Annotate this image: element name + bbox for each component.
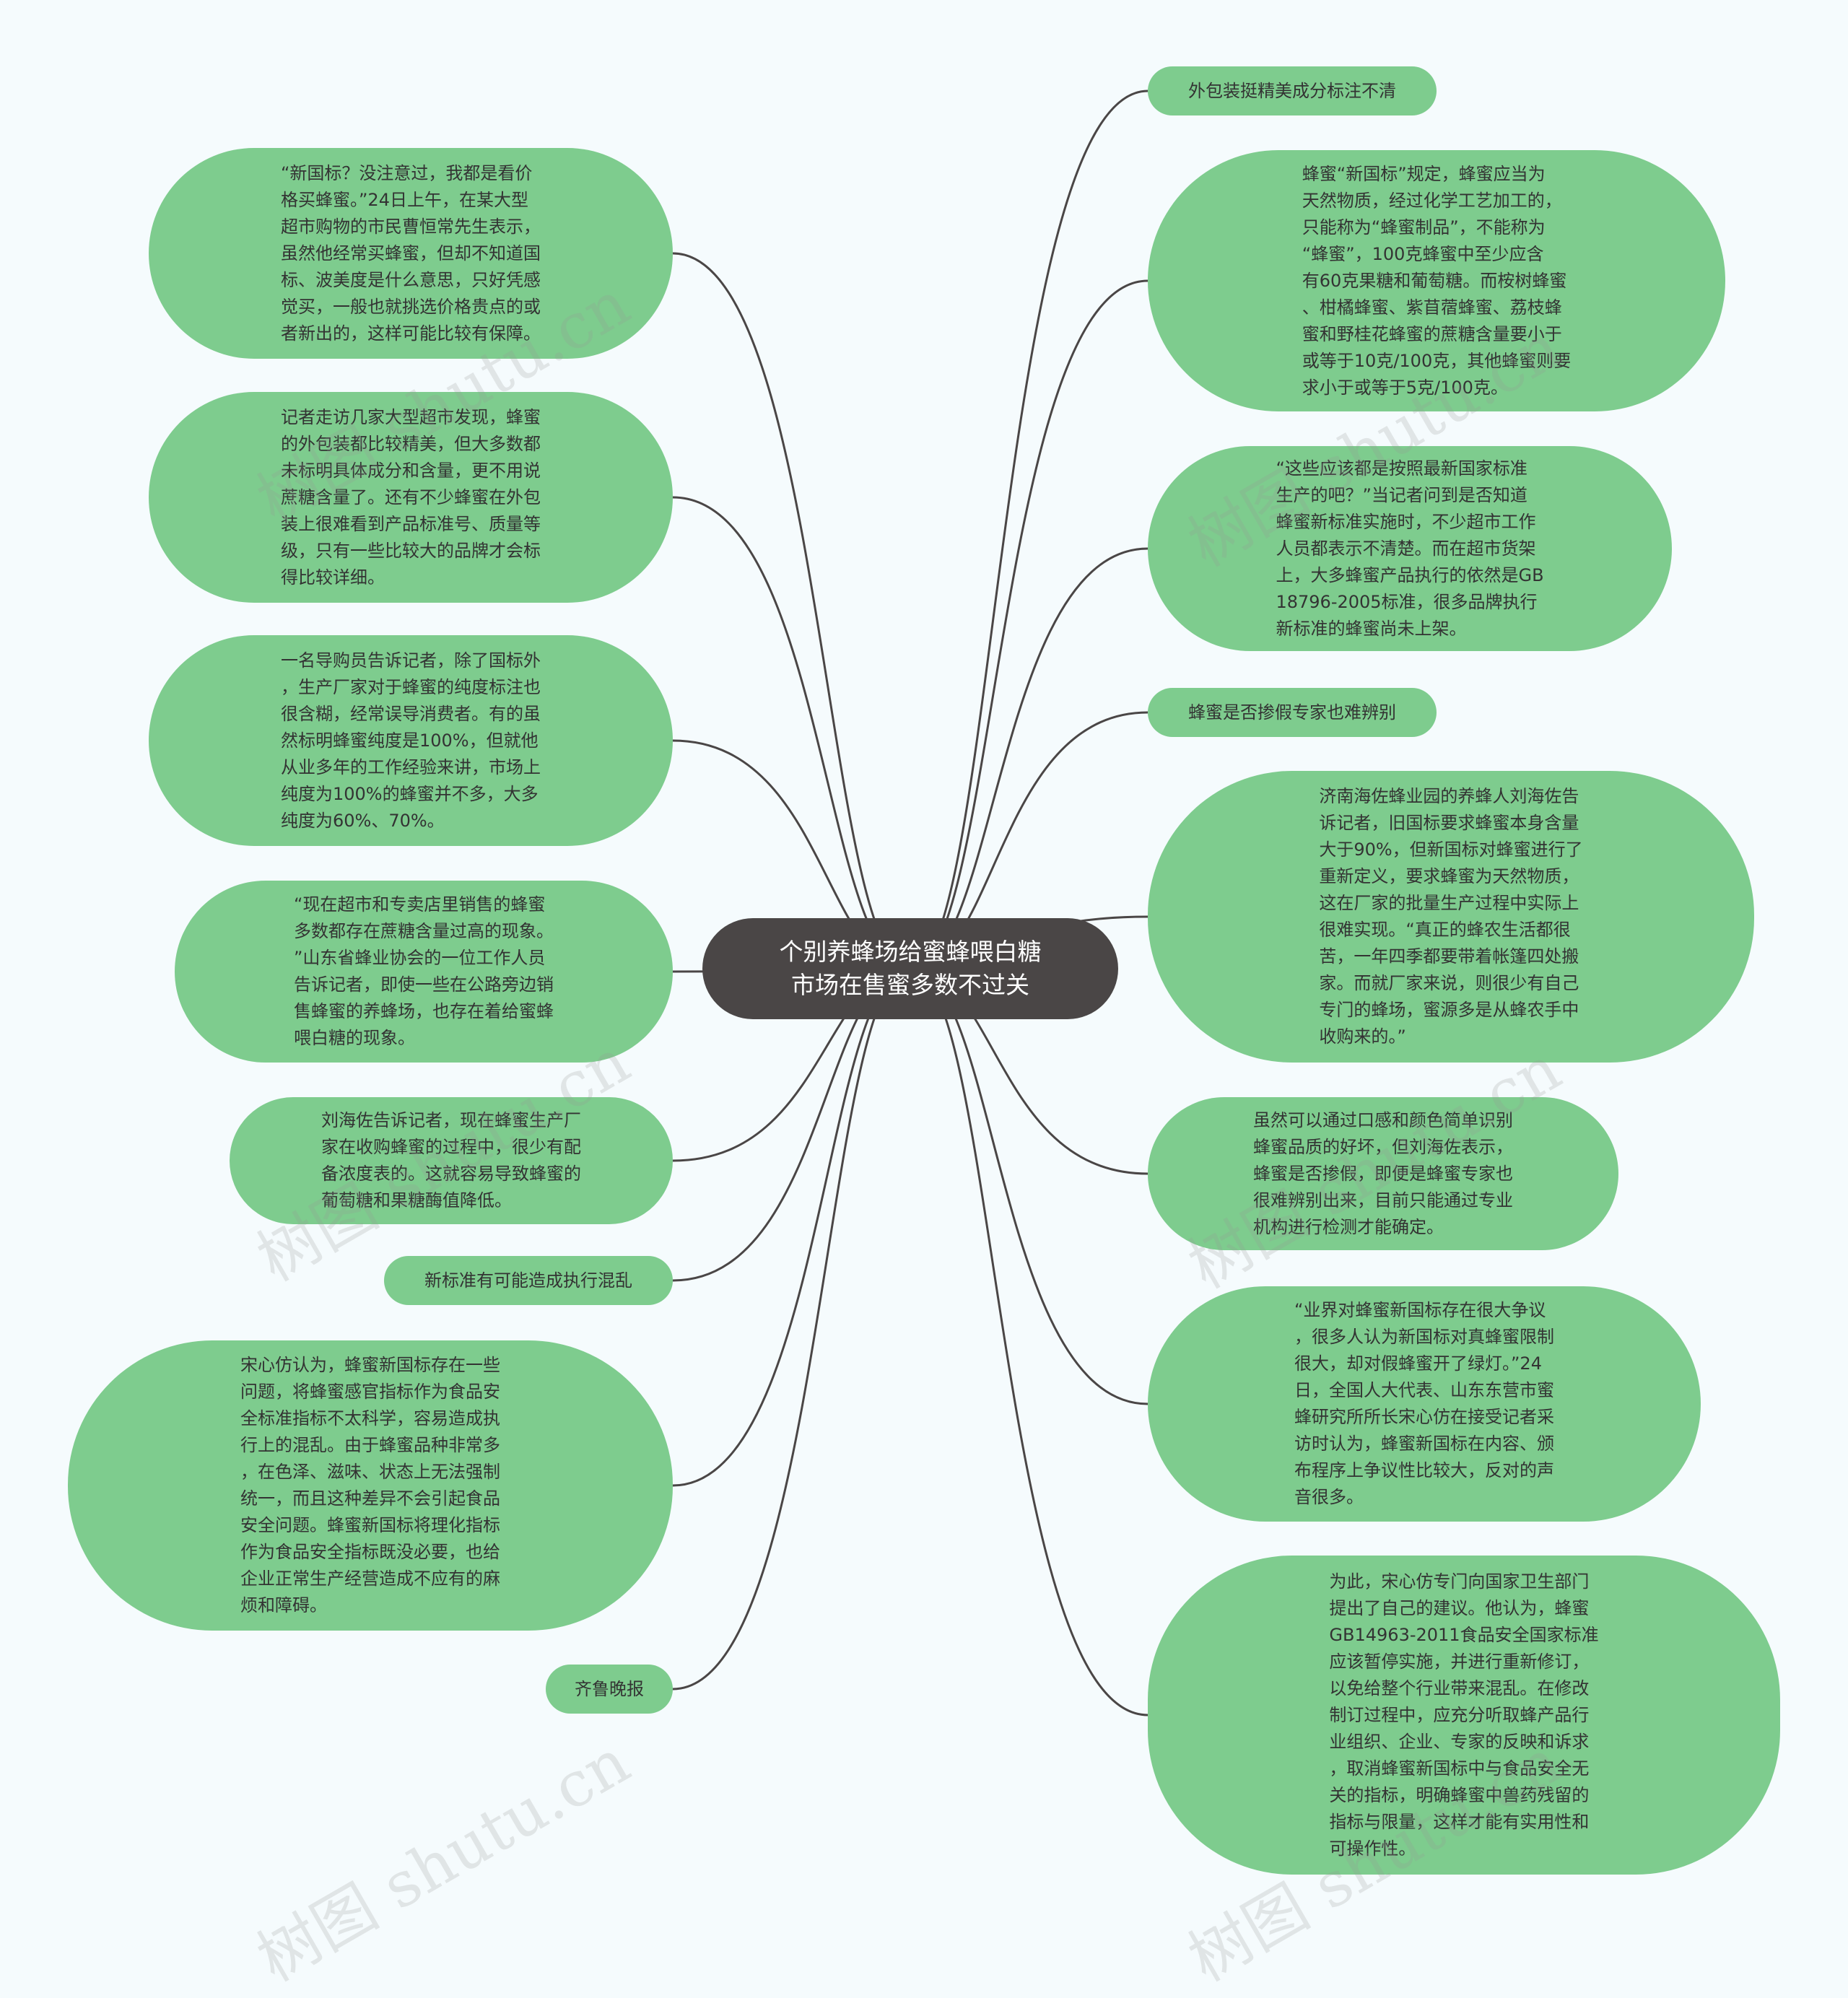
topic-consumer-cao-hengchang[interactable]: “新国标？没注意过，我都是看价 格买蜂蜜。”24日上午，在某大型 超市购物的市民… (149, 148, 673, 359)
topic-song-xinfang-opinion[interactable]: 宋心仿认为，蜂蜜新国标存在一些 问题，将蜂蜜感官指标作为食品安 全标准指标不太科… (68, 1340, 673, 1631)
topic-song-xinfang-proposal[interactable]: 为此，宋心仿专门向国家卫生部门 提出了自己的建议。他认为，蜂蜜 GB14963-… (1148, 1556, 1780, 1875)
connector-r8 (910, 967, 1149, 1716)
topic-beekeeper-liu-haizuo[interactable]: 济南海佐蜂业园的养蜂人刘海佐告 诉记者，旧国标要求蜂蜜本身含量 大于90%，但新… (1148, 771, 1754, 1063)
connector-l1 (672, 252, 911, 970)
topic-adulteration-hard-to-detect[interactable]: 蜂蜜是否掺假专家也难辨别 (1148, 688, 1437, 737)
topic-national-standard-rules[interactable]: 蜂蜜“新国标”规定，蜂蜜应当为 天然物质，经过化学工艺加工的， 只能称为“蜂蜜制… (1148, 150, 1725, 411)
node-text: “这些应该都是按照最新国家标准 生产的吧？”当记者问到是否知道 蜂蜜新标准实施时… (1276, 458, 1544, 639)
node-text: 记者走访几家大型超市发现，蜂蜜 的外包装都比较精美，但大多数都 未标明具体成分和… (281, 406, 541, 588)
connector-l2 (672, 496, 911, 970)
topic-shopping-guide-purity[interactable]: 一名导购员告诉记者，除了国标外 ，生产厂家对于蜂蜜的纯度标注也 很含糊，经常误导… (149, 635, 673, 846)
topic-supermarket-staff-unaware[interactable]: “这些应该都是按照最新国家标准 生产的吧？”当记者问到是否知道 蜂蜜新标准实施时… (1148, 446, 1672, 651)
node-text: 宋心仿认为，蜂蜜新国标存在一些 问题，将蜂蜜感官指标作为食品安 全标准指标不太科… (240, 1355, 500, 1615)
connector-r2 (910, 279, 1149, 970)
node-text: “新国标？没注意过，我都是看价 格买蜂蜜。”24日上午，在某大型 超市购物的市民… (281, 162, 541, 344)
node-text: 一名导购员告诉记者，除了国标外 ，生产厂家对于蜂蜜的纯度标注也 很含糊，经常误导… (281, 650, 541, 831)
connector-r7 (910, 967, 1149, 1405)
node-text: “业界对蜂蜜新国标存在很大争议 ，很多人认为新国标对真蜂蜜限制 很大，却对假蜂蜜… (1294, 1300, 1554, 1507)
node-text: 新标准有可能造成执行混乱 (424, 1270, 632, 1291)
topic-taste-color-identification[interactable]: 虽然可以通过口感和颜色简单识别 蜂蜜品质的好坏，但刘海佐表示， 蜂蜜是否掺假，即… (1148, 1097, 1618, 1250)
topic-concentration-meter[interactable]: 刘海佐告诉记者，现在蜂蜜生产厂 家在收购蜂蜜的过程中，很少有配 备浓度表的。这就… (230, 1097, 673, 1224)
node-text: 蜂蜜是否掺假专家也难辨别 (1188, 702, 1396, 723)
connector-l7 (672, 967, 911, 1487)
topic-reporter-supermarket-visit[interactable]: 记者走访几家大型超市发现，蜂蜜 的外包装都比较精美，但大多数都 未标明具体成分和… (149, 392, 673, 603)
node-text: “现在超市和专卖店里销售的蜂蜜 多数都存在蔗糖含量过高的现象。 ”山东省蜂业协会… (294, 894, 554, 1048)
node-text: 刘海佐告诉记者，现在蜂蜜生产厂 家在收购蜂蜜的过程中，很少有配 备浓度表的。这就… (321, 1110, 581, 1210)
connector-l8 (672, 967, 911, 1691)
node-text: 济南海佐蜂业园的养蜂人刘海佐告 诉记者，旧国标要求蜂蜜本身含量 大于90%，但新… (1319, 786, 1583, 1047)
node-text: 外包装挺精美成分标注不清 (1188, 80, 1396, 101)
node-text: 蜂蜜“新国标”规定，蜂蜜应当为 天然物质，经过化学工艺加工的， 只能称为“蜂蜜制… (1302, 163, 1572, 398)
central-topic-text: 个别养蜂场给蜜蜂喂白糖 市场在售蜜多数不过关 (779, 938, 1042, 999)
topic-industry-controversy[interactable]: “业界对蜂蜜新国标存在很大争议 ，很多人认为新国标对真蜂蜜限制 很大，却对假蜂蜜… (1148, 1286, 1701, 1522)
connector-r1 (910, 90, 1149, 970)
topic-new-standard-confusion[interactable]: 新标准有可能造成执行混乱 (384, 1256, 673, 1305)
node-text: 为此，宋心仿专门向国家卫生部门 提出了自己的建议。他认为，蜂蜜 GB14963-… (1329, 1571, 1599, 1859)
topic-source-qilu-evening-news[interactable]: 齐鲁晚报 (546, 1665, 673, 1714)
node-text: 虽然可以通过口感和颜色简单识别 蜂蜜品质的好坏，但刘海佐表示， 蜂蜜是否掺假，即… (1253, 1109, 1513, 1237)
node-text: 齐鲁晚报 (575, 1678, 644, 1699)
mind-map: 个别养蜂场给蜜蜂喂白糖 市场在售蜜多数不过关 外包装挺精美成分标注不清 蜂蜜“新… (68, 66, 1780, 1996)
topic-packaging-labeling[interactable]: 外包装挺精美成分标注不清 (1148, 66, 1437, 115)
central-topic[interactable]: 个别养蜂场给蜜蜂喂白糖 市场在售蜜多数不过关 (702, 918, 1118, 1019)
topic-beekeeping-association[interactable]: “现在超市和专卖店里销售的蜂蜜 多数都存在蔗糖含量过高的现象。 ”山东省蜂业协会… (175, 881, 673, 1063)
